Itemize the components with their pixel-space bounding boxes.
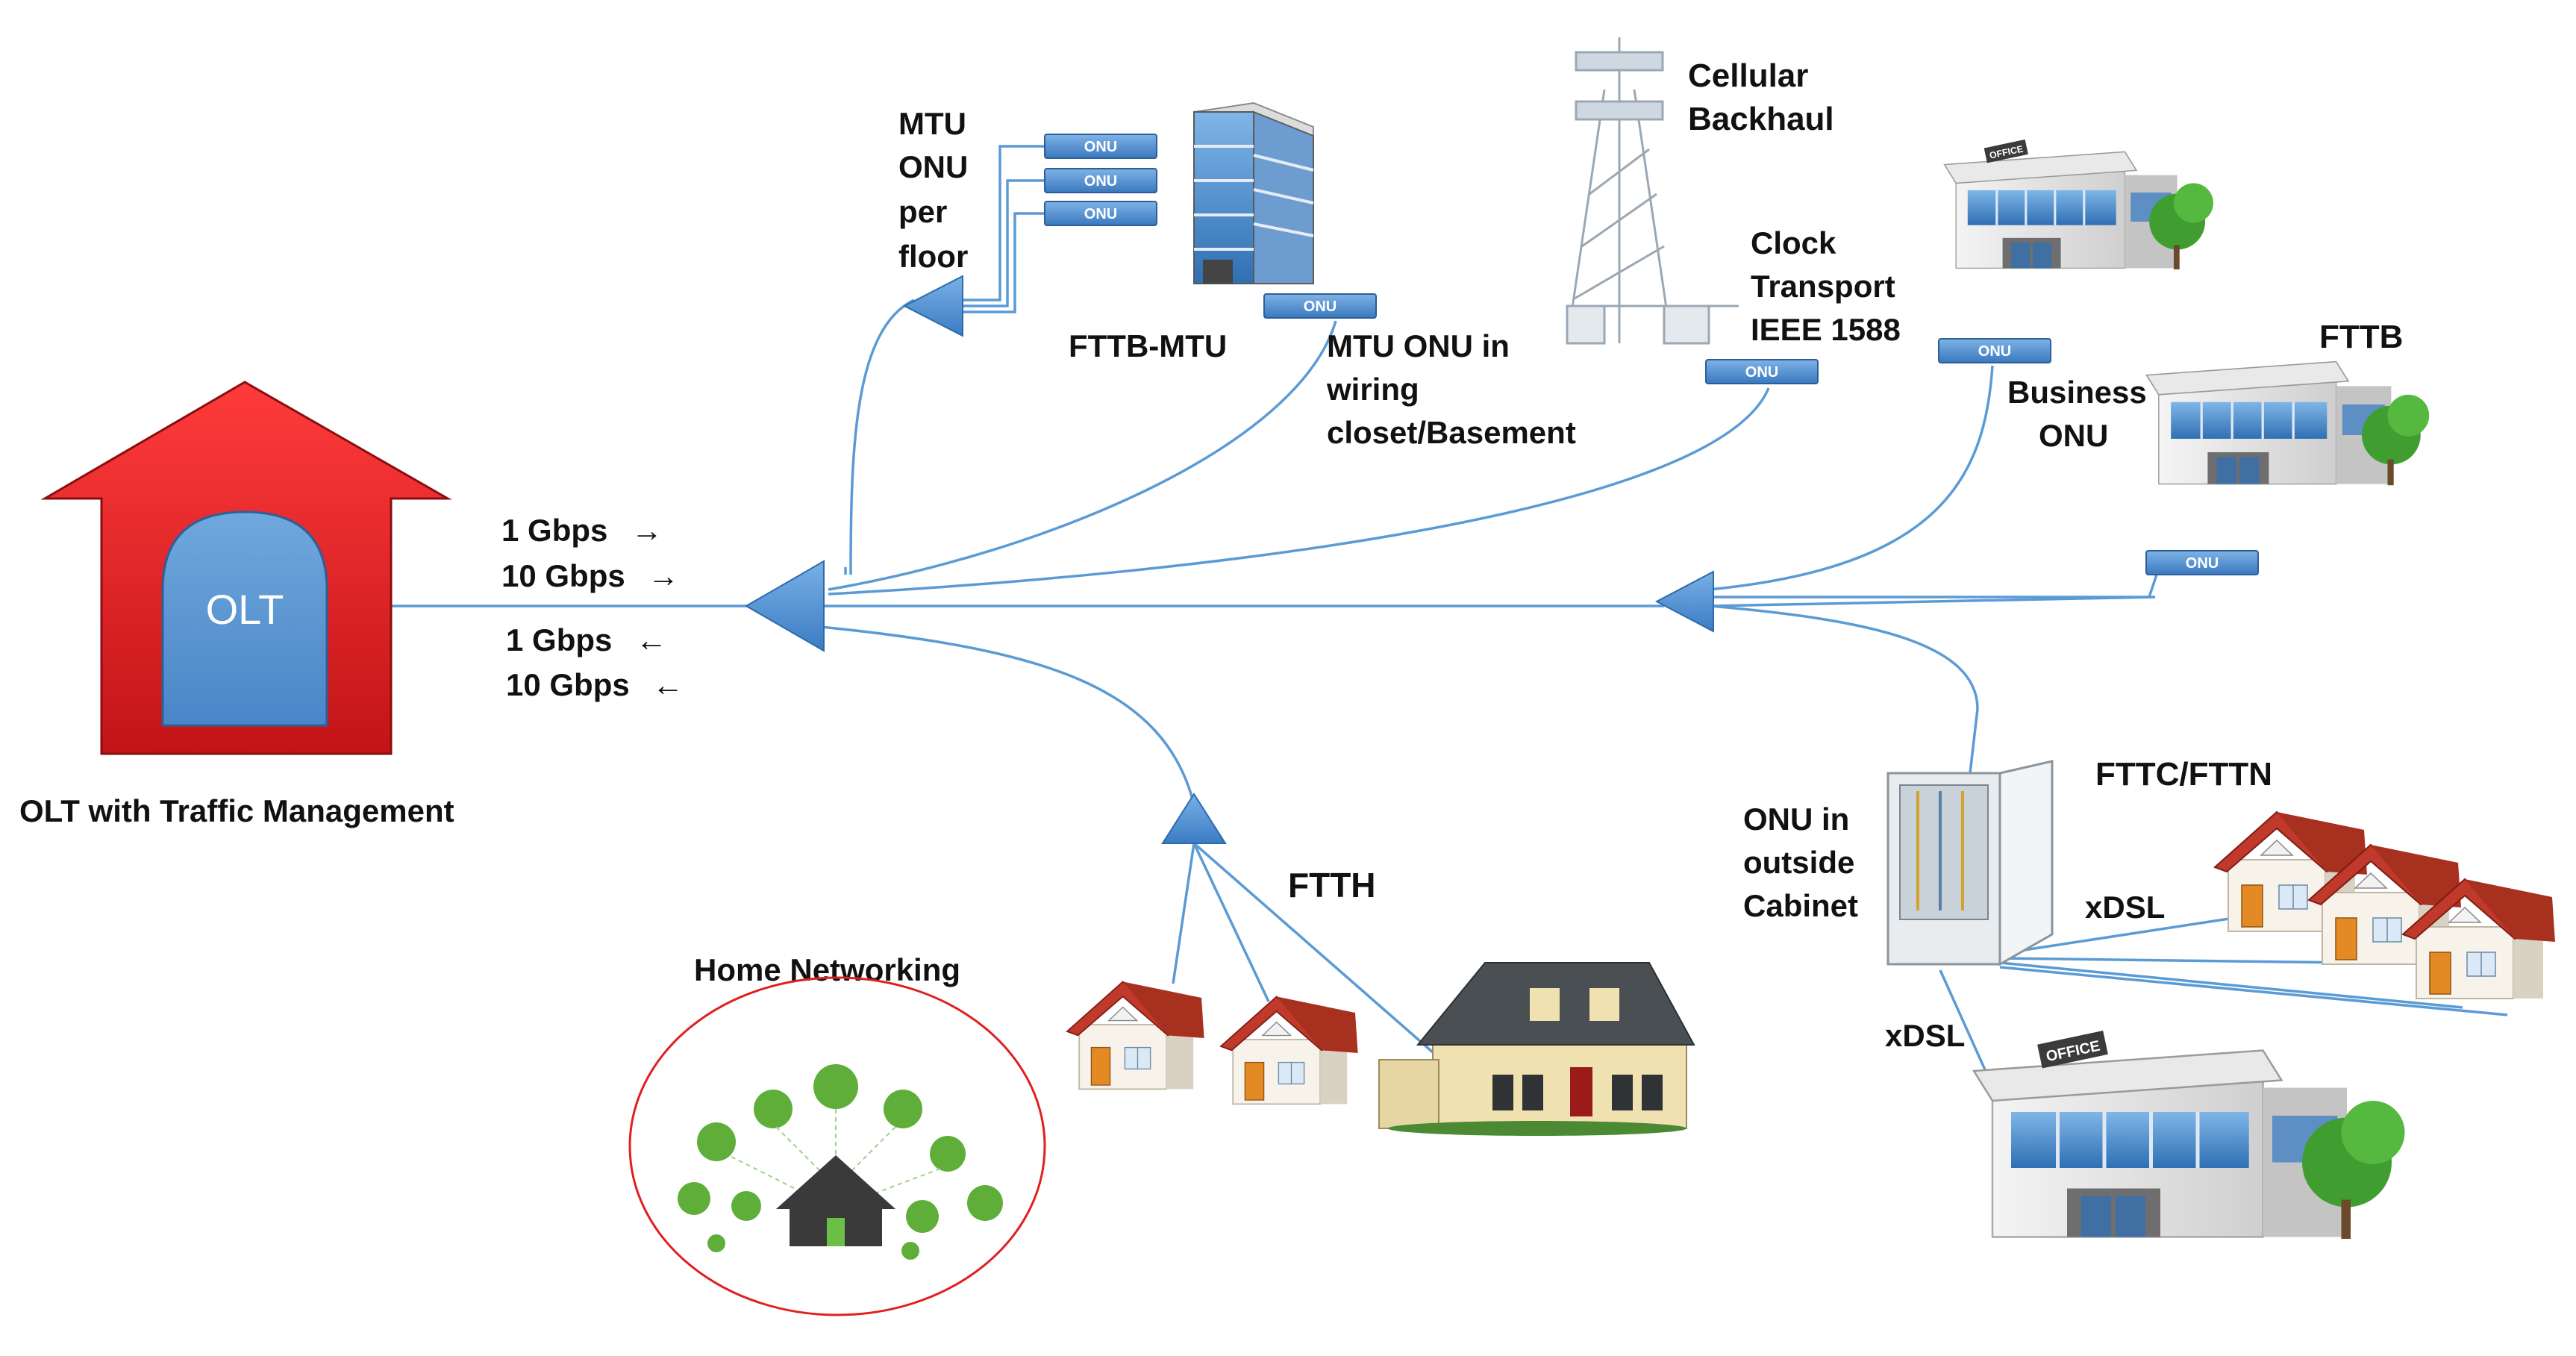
outside-cabinet-icon [1886,760,2054,966]
svg-text:ONU: ONU [1745,364,1778,381]
mtu-floor-link-2 [963,179,1045,307]
mtu-building: ONU ONU ONU ONU [1044,101,1377,319]
svg-text:ONU: ONU [2186,555,2219,572]
home-networking-ring [628,976,1046,1316]
xdsl-link-1 [1999,913,2254,955]
mtu-basement-label-1: MTU ONU in [1327,328,1510,363]
upstream-rate-2: 10 Gbps [506,667,630,702]
fttc-fttn-label: FTTC/FTTN [2095,756,2272,793]
svg-text:ONU: ONU [1084,139,1117,155]
cellular-label-2: Backhaul [1688,101,1834,137]
fttb-onu-fiber [1710,574,2158,599]
upstream-arrow-2: ← [652,667,684,702]
rate-labels: 1 Gbps → 10 Gbps → 1 Gbps ← 10 Gbps ← [501,513,684,702]
home-networking-illustration [628,976,1046,1316]
clock-label-1: Clock [1751,225,1836,260]
mtu-floor-label-4: floor [898,239,968,274]
olt-label: OLT [206,586,284,633]
mtu-basement-fiber [828,320,1337,591]
svg-text:ONU: ONU [1978,343,2011,360]
cabinet-fiber [1710,604,1979,774]
ftth-drop-1 [1172,843,1195,984]
business-onu-label-1: Business [2007,375,2147,410]
mtu-basement-label-3: closet/Basement [1327,415,1576,450]
mtu-floor-label-3: per [898,194,947,229]
cell-tower-icon [1566,37,1739,345]
splitters [744,275,1714,844]
mtu-floor-splitter-icon [902,275,963,337]
ftth-fiber [820,625,1195,805]
xdsl-link-2 [1999,957,2351,964]
mtu-floor-onu-1: ONU [1044,134,1157,159]
upstream-arrow-1: ← [636,622,667,657]
ftth-drop-2 [1192,843,1270,1002]
business-onu-label-2: ONU [2039,418,2108,453]
mtu-floor-link-1 [963,145,1045,301]
svg-text:ONU: ONU [1304,299,1337,315]
downstream-arrow-2: → [648,558,679,593]
business-onu: ONU [1938,338,2051,363]
fttb-onu: ONU [2145,550,2259,575]
svg-text:ONU: ONU [1084,173,1117,190]
fttb-mtu-label: FTTB-MTU [1069,328,1227,363]
ftth-large-house-icon [1378,962,1695,1136]
mtu-floor-fiber [849,299,915,575]
mtu-floor-onu-2: ONU [1044,168,1157,193]
mtu-floor-link-3 [963,212,1045,313]
cellular-onu: ONU [1705,359,1819,384]
olt-door [161,510,328,727]
fttb-splitter-icon [1654,570,1714,633]
mtu-floor-onu-3: ONU [1044,201,1157,226]
mtu-floor-label-2: ONU [898,149,968,184]
smart-home-icon [776,1155,895,1246]
olt-caption: OLT with Traffic Management [19,793,454,828]
upstream-rate-1: 1 Gbps [506,622,612,657]
ftth-house-2 [1220,996,1359,1105]
xdsl-link-3 [1999,961,2463,1009]
downstream-arrow-1: → [631,513,663,548]
cabinet-label-1: ONU in [1743,802,1849,837]
ftth-house-1 [1066,981,1205,1090]
business-office-icon: OFFICE [1943,139,2215,271]
main-splitter-icon [744,560,825,652]
cellular-fiber [828,387,1770,596]
trunk-fiber-right [1710,596,2156,607]
ftth-splitter-icon [1161,793,1227,844]
ftth-drop-3 [1192,842,1434,1054]
fttb-label: FTTB [2319,319,2403,355]
cellular-label-1: Cellular [1688,57,1808,94]
downstream-rate-1: 1 Gbps [501,513,607,548]
olt-house: OLT [40,381,452,755]
mtu-tower-icon [1193,101,1314,284]
cabinet-label-2: outside [1743,845,1854,880]
clock-label-2: Transport [1751,269,1895,304]
xdsl-houses-label: xDSL [2085,890,2165,925]
cabinet-label-3: Cabinet [1743,888,1858,923]
xdsl-office-label: xDSL [1885,1018,1965,1053]
mtu-basement-onu: ONU [1263,293,1377,319]
ftth-label: FTTH [1288,866,1376,904]
svg-text:ONU: ONU [1084,206,1117,222]
clock-label-3: IEEE 1588 [1751,312,1901,347]
mtu-floor-label-1: MTU [898,106,966,141]
mtu-basement-label-2: wiring [1326,372,1419,407]
fiber-links [388,145,2508,1120]
business-onu-fiber [1708,365,1994,591]
xdsl-office-icon: OFFICE [1974,1030,2405,1239]
xdsl-link-4 [1999,966,2508,1016]
home-networking-label: Home Networking [694,952,960,987]
fttb-office-icon [2145,360,2430,487]
downstream-rate-2: 10 Gbps [501,558,625,593]
